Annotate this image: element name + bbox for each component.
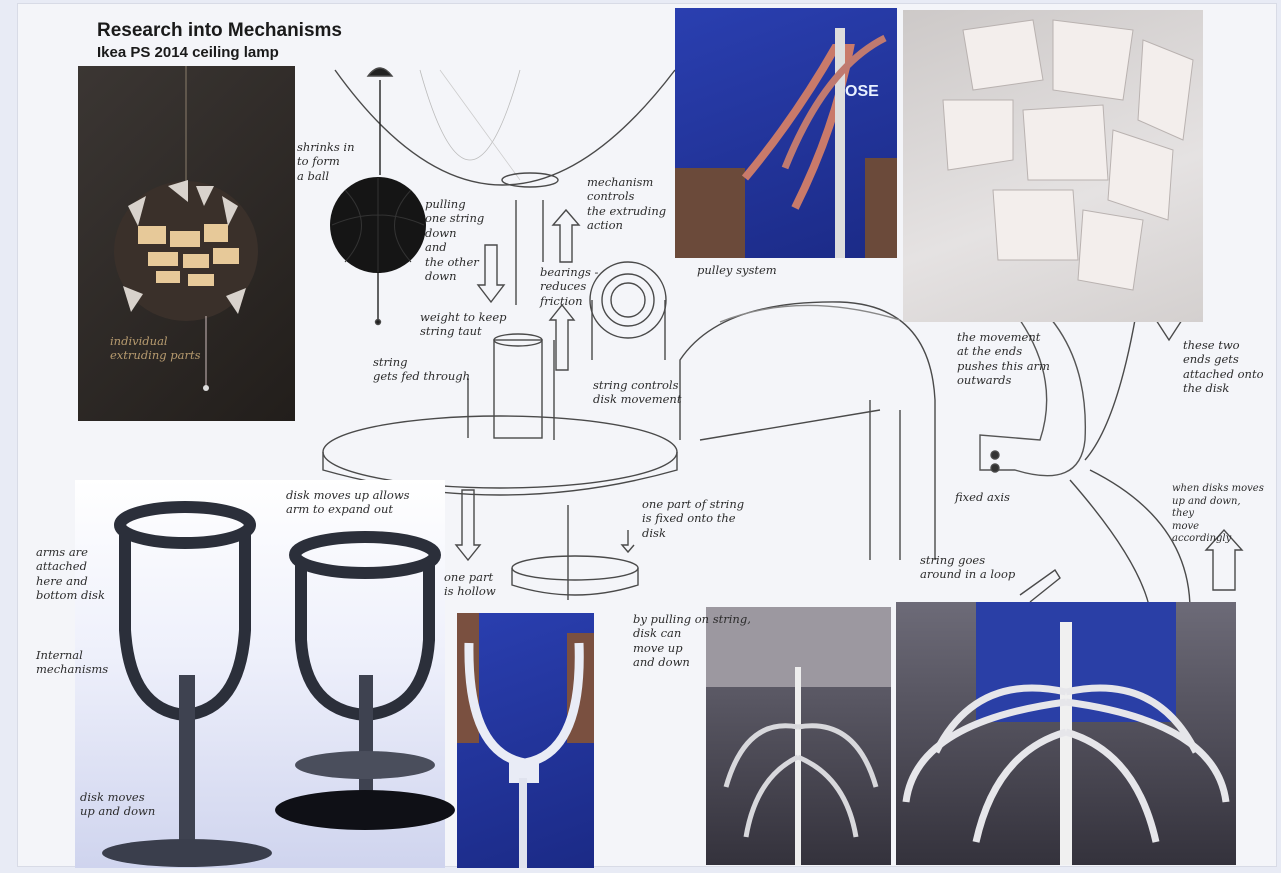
annotation-string-fed: string gets fed through [373,355,470,384]
shirt-text: OSE [845,83,879,101]
photo-hands-mechanism: OSE [675,8,897,258]
annotation-one-part-fixed: one part of string is fixed onto the dis… [642,497,744,540]
annotation-bearings: bearings - reduces friction [540,265,598,308]
annotation-by-pulling: by pulling on string, disk can move up a… [633,612,751,670]
annotation-movement-ends: the movement at the ends pushes this arm… [957,330,1050,388]
annotation-mechanism: mechanism controls the extruding action [587,175,666,233]
annotation-internal: Internal mechanisms [36,648,108,677]
annotation-disks-move: when disks moves up and down, they move … [1172,483,1264,546]
photo-hollow-part [457,613,594,868]
annotation-one-part-hollow: one part is hollow [444,570,496,599]
annotation-two-ends: these two ends gets attached onto the di… [1183,338,1264,396]
photo-lamp-closeup [903,10,1203,322]
annotation-fixed-axis: fixed axis [955,490,1010,504]
annotation-string-loop: string goes around in a loop [920,553,1015,582]
annotation-pulling: pulling one string down and the other do… [425,197,484,283]
annotation-weight: weight to keep string taut [420,310,507,339]
photo-mechanism-closeup [896,602,1236,865]
annotation-disk-updown: disk moves up and down [80,790,155,819]
annotation-disk-moves-up: disk moves up allows arm to expand out [286,488,410,517]
annotation-shrinks: shrinks in to form a ball [297,140,355,183]
annotation-arms-attached: arms are attached here and bottom disk [36,545,105,603]
annotation-pulley: pulley system [697,263,777,277]
annotation-string-controls: string controls disk movement [593,378,681,407]
